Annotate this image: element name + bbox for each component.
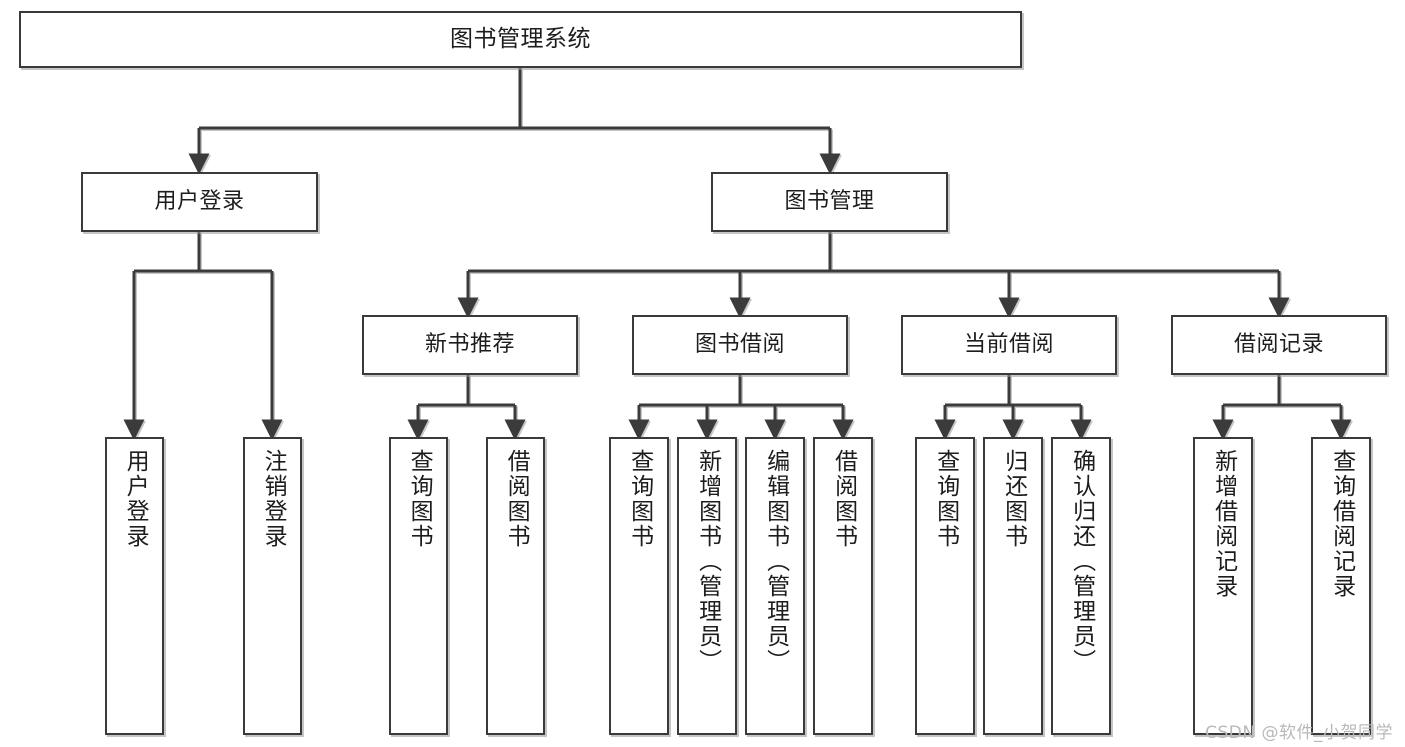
node-new-book-rec[interactable]: 新书推荐	[362, 315, 578, 375]
leaf-confirm-return-admin[interactable]: 确认归还（管理员）	[1051, 437, 1111, 735]
node-label: 当前借阅	[963, 332, 1054, 358]
node-label: 新增图书（管理员）	[694, 449, 721, 674]
leaf-query-book-borrow[interactable]: 查询图书	[609, 437, 669, 735]
node-user-login[interactable]: 用户登录	[81, 172, 318, 232]
leaf-edit-book-admin[interactable]: 编辑图书（管理员）	[745, 437, 805, 735]
leaf-add-borrow-record[interactable]: 新增借阅记录	[1193, 437, 1253, 735]
leaf-borrow-book-borrow[interactable]: 借阅图书	[813, 437, 873, 735]
node-label: 用户登录	[154, 189, 245, 215]
leaf-add-book-admin[interactable]: 新增图书（管理员）	[677, 437, 737, 735]
leaf-query-book-new-rec[interactable]: 查询图书	[389, 437, 448, 735]
node-book-manage[interactable]: 图书管理	[711, 172, 948, 232]
node-borrow-record[interactable]: 借阅记录	[1171, 315, 1387, 375]
leaf-query-borrow-record[interactable]: 查询借阅记录	[1311, 437, 1371, 735]
node-label: 新书推荐	[424, 332, 515, 358]
node-label: 借阅记录	[1233, 332, 1324, 358]
node-root-图书管理系统[interactable]: 图书管理系统	[19, 11, 1022, 68]
node-label: 查询图书	[626, 449, 653, 549]
leaf-logout-login[interactable]: 注销登录	[243, 437, 302, 735]
node-label: 查询图书	[406, 449, 433, 549]
node-current-borrow[interactable]: 当前借阅	[901, 315, 1117, 375]
node-book-borrow[interactable]: 图书借阅	[632, 315, 848, 375]
leaf-user-login[interactable]: 用户登录	[105, 437, 164, 735]
node-label: 编辑图书（管理员）	[762, 449, 789, 674]
leaf-query-book-current[interactable]: 查询图书	[915, 437, 975, 735]
node-label: 借阅图书	[503, 449, 530, 549]
node-label: 图书管理系统	[450, 26, 591, 53]
leaf-borrow-book-new-rec[interactable]: 借阅图书	[486, 437, 545, 735]
node-label: 用户登录	[122, 449, 149, 549]
node-label: 图书借阅	[694, 332, 785, 358]
node-label: 查询图书	[932, 449, 959, 549]
node-label: 新增借阅记录	[1210, 449, 1237, 599]
node-label: 注销登录	[260, 449, 287, 549]
node-label: 图书管理	[784, 189, 875, 215]
node-label: 确认归还（管理员）	[1068, 449, 1095, 674]
node-label: 查询借阅记录	[1328, 449, 1355, 599]
node-label: 归还图书	[1000, 449, 1027, 549]
leaf-return-book[interactable]: 归还图书	[983, 437, 1043, 735]
node-label: 借阅图书	[830, 449, 857, 549]
